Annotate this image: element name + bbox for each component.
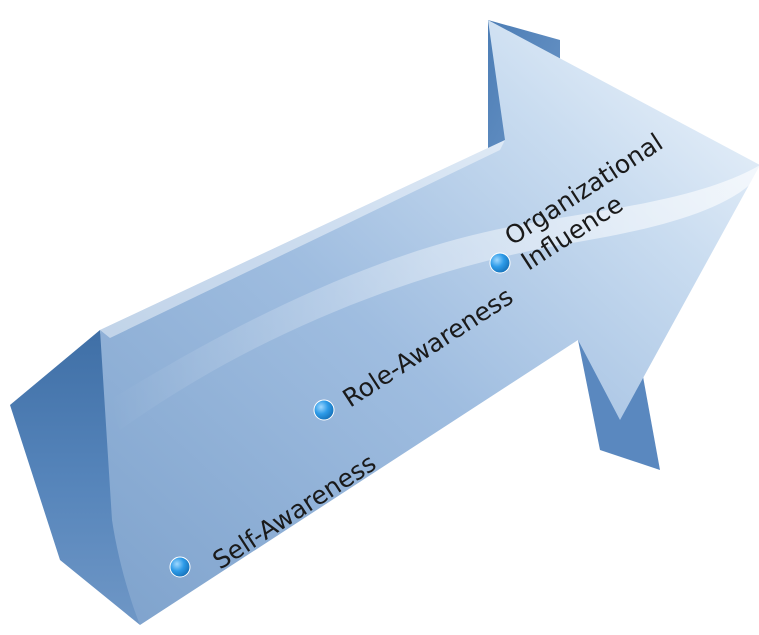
step-bullet-3	[489, 252, 511, 274]
arrow-shine	[110, 165, 759, 430]
arrow-top-face	[100, 20, 759, 625]
arrow-rim-highlight	[100, 140, 505, 338]
step-bullet-1	[169, 556, 191, 578]
step-bullet-2	[313, 399, 335, 421]
